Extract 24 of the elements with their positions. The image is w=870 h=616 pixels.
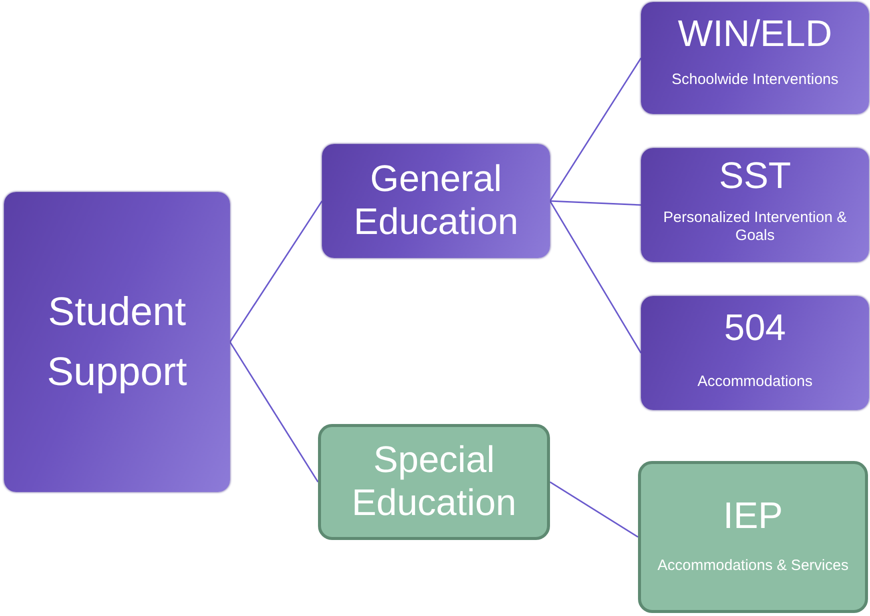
category-box <box>318 424 550 540</box>
box-title: 504 <box>723 308 787 349</box>
box-title: IEP <box>722 496 784 537</box>
box-title: SST <box>718 156 792 197</box>
program-box <box>4 192 230 492</box>
connector-line <box>229 342 319 482</box>
box-subtitle: Schoolwide Interventions <box>670 70 840 89</box>
category-box <box>638 461 868 613</box>
box-subtitle: Accommodations <box>696 372 814 391</box>
connector-line <box>550 481 638 538</box>
program-box <box>641 148 869 262</box>
box-subtitle: Personalized Intervention & Goals <box>662 208 848 245</box>
connector-line <box>229 200 323 342</box>
box-title: Student Support <box>46 289 188 396</box>
connector-line <box>549 200 642 354</box>
box-title: WIN/ELD <box>676 14 834 55</box>
box-title: Special Education <box>350 439 518 525</box>
program-box <box>641 2 869 114</box>
connector-line <box>550 200 642 206</box>
box-title: General Education <box>352 158 520 244</box>
connector-line <box>549 58 642 202</box>
program-box <box>641 296 869 410</box>
box-subtitle: Accommodations & Services <box>656 556 850 575</box>
program-box <box>322 144 550 258</box>
